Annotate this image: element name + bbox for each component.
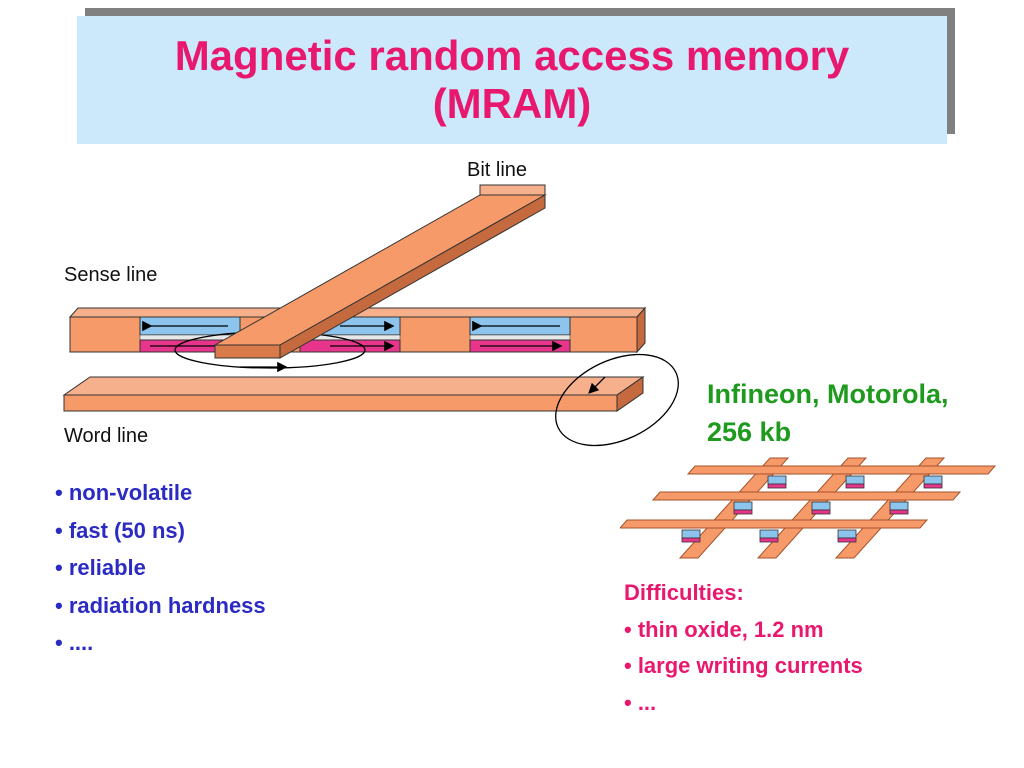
- sense-line-label: Sense line: [64, 264, 157, 286]
- vendor-line2: 256 kb: [707, 417, 792, 447]
- vendor-line1: Infineon, Motorola,: [707, 379, 949, 409]
- features-list: • non-volatile • fast (50 ns) • reliable…: [55, 474, 266, 662]
- mram-crossbar-array: [620, 457, 997, 559]
- difficulty-item-more: • ...: [624, 689, 657, 715]
- difficulty-item-thin-oxide: • thin oxide, 1.2 nm: [624, 616, 824, 642]
- vendor-label: Infineon, Motorola, 256 kb: [707, 375, 948, 451]
- difficulties-heading: Difficulties:: [624, 580, 744, 605]
- word-line-field-loop: [555, 353, 679, 447]
- slide-title-line2: (MRAM): [432, 80, 592, 127]
- title-box: Magnetic random access memory (MRAM): [77, 16, 947, 144]
- word-line-label: Word line: [64, 425, 148, 447]
- crossbar-cells: [681, 475, 943, 543]
- difficulties-block: Difficulties: • thin oxide, 1.2 nm • lar…: [624, 575, 863, 721]
- bit-line-bar: [213, 184, 547, 359]
- difficulties-list: • thin oxide, 1.2 nm • large writing cur…: [624, 612, 863, 722]
- word-line-bar: [62, 376, 645, 412]
- feature-item-radiation-hardness: • radiation hardness: [55, 592, 266, 618]
- slide-title-line1: Magnetic random access memory: [174, 32, 850, 79]
- feature-item-nonvolatile: • non-volatile: [55, 480, 193, 505]
- difficulty-item-writing-currents: • large writing currents: [624, 653, 863, 678]
- feature-item-reliable: • reliable: [55, 555, 146, 580]
- mtj-cell-3: [469, 316, 571, 353]
- feature-item-more: • ....: [55, 630, 94, 655]
- bit-line-label: Bit line: [467, 159, 527, 181]
- feature-item-fast: • fast (50 ns): [55, 517, 185, 543]
